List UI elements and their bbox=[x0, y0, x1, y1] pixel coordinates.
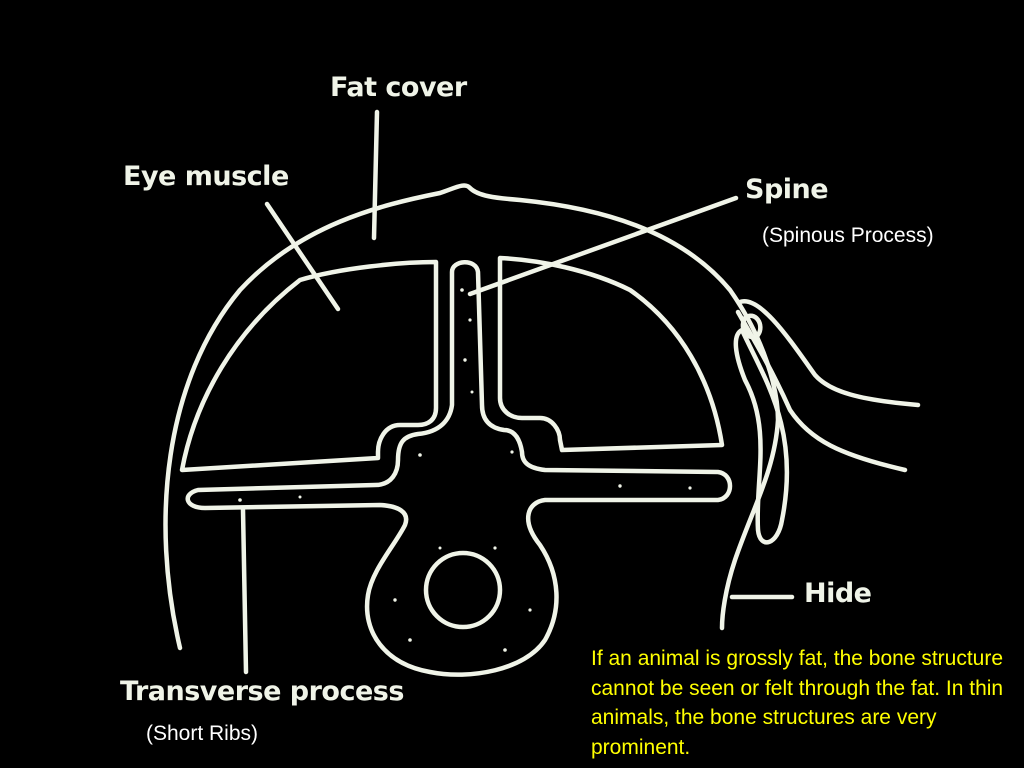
transverse-process-leader-line bbox=[240, 507, 249, 675]
spine-leader-line bbox=[467, 195, 739, 297]
eye-muscle-label: Eye muscle bbox=[123, 161, 289, 192]
hide-fold-outline bbox=[737, 299, 921, 408]
transverse-process-label: Transverse process bbox=[120, 676, 404, 707]
hide-label: Hide bbox=[804, 578, 872, 609]
vertebra-outline bbox=[185, 260, 733, 677]
spine-label: Spine bbox=[745, 174, 829, 205]
fat-note-text: If an animal is grossly fat, the bone st… bbox=[591, 647, 1004, 759]
hide-fold-tip bbox=[740, 313, 763, 340]
left-eye-muscle-outline bbox=[179, 259, 439, 473]
right-eye-muscle-outline bbox=[497, 255, 725, 453]
fat-cover-outline bbox=[163, 183, 781, 651]
short-ribs-label: (Short Ribs) bbox=[146, 722, 259, 745]
hide-fold-inner bbox=[735, 309, 908, 473]
fat-cover-label: Fat cover bbox=[330, 72, 467, 103]
spinal-canal bbox=[423, 550, 503, 630]
bone-speckles bbox=[238, 288, 692, 652]
eye-muscle-leader-line bbox=[264, 201, 341, 312]
fat-cover-leader-line bbox=[371, 109, 380, 241]
spinous-process-label: (Spinous Process) bbox=[762, 224, 934, 247]
hide-fold-lobe bbox=[733, 327, 790, 545]
